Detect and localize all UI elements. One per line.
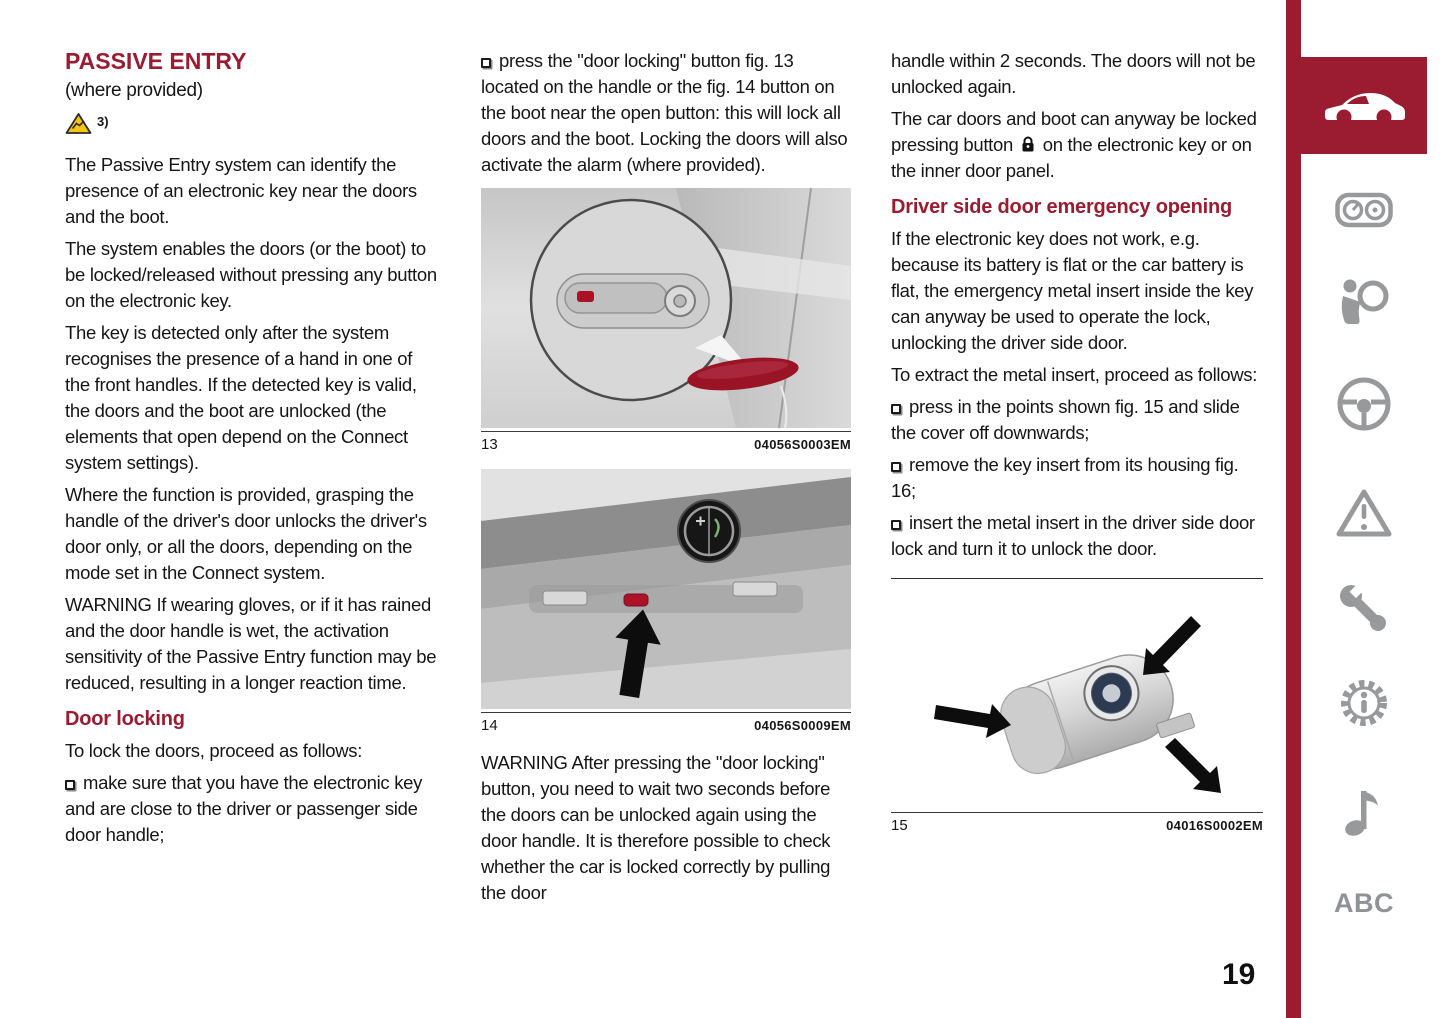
warning-paragraph: WARNING After pressing the "door locking… xyxy=(481,752,831,903)
paragraph: The key is detected only after the syste… xyxy=(65,322,417,473)
paragraph: To lock the doors, proceed as follows: xyxy=(65,740,363,761)
tab-active-vehicle xyxy=(1301,57,1427,154)
paragraph: The system enables the doors (or the boo… xyxy=(65,238,437,311)
figure-15: 15 04016S0002EM xyxy=(891,597,1263,834)
abc-index-tab: ABC xyxy=(1334,888,1394,918)
note-number: 3) xyxy=(97,114,109,129)
paragraph: To extract the metal insert, proceed as … xyxy=(891,364,1258,385)
figure-caption: 15 04016S0002EM xyxy=(891,812,1263,834)
column-1: PASSIVE ENTRY (where provided) 3) The Pa… xyxy=(65,48,437,854)
paragraph-with-lock-icon: The car doors and boot can anyway be loc… xyxy=(891,106,1263,184)
info-gear-icon xyxy=(1301,676,1427,730)
emergency-opening-heading: Driver side door emergency opening xyxy=(891,196,1233,218)
door-locking-heading: Door locking xyxy=(65,708,185,730)
figure-14: 14 04056S0009EM xyxy=(481,469,851,734)
bullet-square-icon xyxy=(891,520,901,530)
list-item-text: remove the key insert from its housing f… xyxy=(891,454,1239,501)
list-item-text: make sure that you have the electronic k… xyxy=(65,772,423,845)
sidebar-accent-rule xyxy=(1286,0,1301,1018)
page-subtitle: (where provided) xyxy=(65,80,203,101)
figure-code: 04056S0009EM xyxy=(754,718,851,733)
figure-number: 14 xyxy=(481,717,498,734)
list-item: press in the points shown fig. 15 and sl… xyxy=(891,394,1263,446)
slippery-warning-icon xyxy=(65,112,92,140)
airbag-icon xyxy=(1301,276,1427,330)
bullet-square-icon xyxy=(891,404,901,414)
list-item: remove the key insert from its housing f… xyxy=(891,452,1263,504)
paragraph-text: The car doors and boot can anyway be loc… xyxy=(891,108,1257,155)
chapter-sidebar: ABC xyxy=(1277,0,1445,1018)
paragraph: The Passive Entry system can identify th… xyxy=(65,154,417,227)
instrument-cluster-icon xyxy=(1301,192,1427,228)
paragraph: If the electronic key does not work, e.g… xyxy=(891,228,1254,353)
figure-code: 04016S0002EM xyxy=(1166,818,1263,833)
paragraph-text: on the electronic key or on the inner do… xyxy=(891,134,1252,181)
bullet-square-icon xyxy=(481,58,491,68)
figure-caption: 14 04056S0009EM xyxy=(481,712,851,734)
note-reference-row: 3) xyxy=(65,112,437,140)
bullet-square-icon xyxy=(65,780,75,790)
figure-caption: 13 04056S0003EM xyxy=(481,431,851,453)
lock-icon xyxy=(1022,136,1034,152)
electronic-key-image xyxy=(891,597,1263,809)
boot-button-image xyxy=(481,469,851,709)
list-item: make sure that you have the electronic k… xyxy=(65,770,437,848)
section-divider xyxy=(891,578,1263,579)
list-item: insert the metal insert in the driver si… xyxy=(891,510,1263,562)
wrench-icon xyxy=(1301,583,1427,635)
bullet-square-icon xyxy=(891,462,901,472)
list-item-text: insert the metal insert in the driver si… xyxy=(891,512,1255,559)
list-item: press the "door locking" button fig. 13 … xyxy=(481,48,851,178)
page-number: 19 xyxy=(1222,958,1256,991)
paragraph: handle within 2 seconds. The doors will … xyxy=(891,50,1256,97)
figure-code: 04056S0003EM xyxy=(754,437,851,452)
column-3: handle within 2 seconds. The doors will … xyxy=(891,48,1263,850)
warning-paragraph: WARNING If wearing gloves, or if it has … xyxy=(65,594,437,693)
door-handle-image xyxy=(481,188,851,428)
figure-13: 13 04056S0003EM xyxy=(481,188,851,453)
steering-wheel-icon xyxy=(1301,376,1427,432)
list-item-text: press in the points shown fig. 15 and sl… xyxy=(891,396,1240,443)
paragraph: Where the function is provided, grasping… xyxy=(65,484,427,583)
figure-number: 15 xyxy=(891,817,908,834)
list-item-text: press the "door locking" button fig. 13 … xyxy=(481,50,848,175)
car-icon xyxy=(1325,92,1405,124)
figure-number: 13 xyxy=(481,436,498,453)
warning-triangle-icon xyxy=(1301,487,1427,539)
music-note-icon xyxy=(1301,783,1427,839)
column-2: press the "door locking" button fig. 13 … xyxy=(481,48,851,912)
page-title: PASSIVE ENTRY xyxy=(65,48,247,74)
